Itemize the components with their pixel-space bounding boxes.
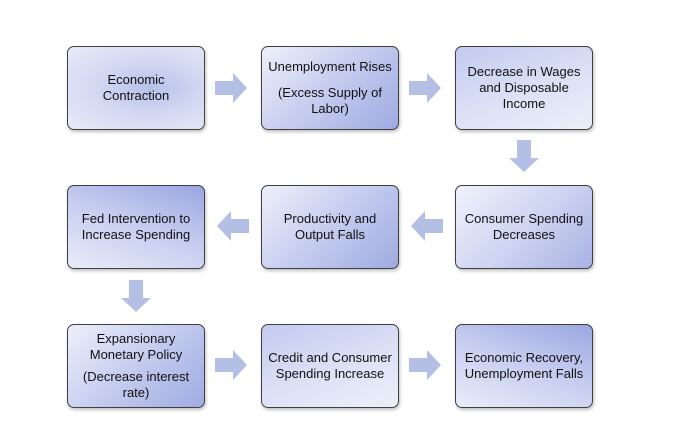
node-subtext: (Excess Supply of (277, 85, 383, 100)
node-fed-intervention: Fed Intervention to Increase Spending (67, 185, 205, 269)
arrow-right-icon (215, 73, 247, 103)
node-text: Monetary Policy (89, 347, 183, 362)
node-subtext: Labor) (311, 101, 349, 116)
node-subtext: (Decrease interest (82, 369, 190, 384)
node-text: Fed Intervention to (81, 211, 191, 226)
node-economic-recovery: Economic Recovery, Unemployment Falls (455, 324, 593, 408)
node-text: Productivity and (283, 211, 377, 226)
node-expansionary-monetary-policy: Expansionary Monetary Policy (Decrease i… (67, 324, 205, 408)
node-text: Economic Recovery, (464, 350, 584, 365)
node-text: Spending Increase (275, 366, 385, 381)
node-text: and Disposable (479, 80, 569, 95)
node-consumer-spending-decreases: Consumer Spending Decreases (455, 185, 593, 269)
node-unemployment-rises: Unemployment Rises (Excess Supply of Lab… (261, 46, 399, 130)
node-subtext: rate) (122, 385, 150, 400)
node-decrease-wages: Decrease in Wages and Disposable Income (455, 46, 593, 130)
arrow-right-icon (409, 350, 441, 380)
node-text: Decreases (492, 227, 556, 242)
node-text: Credit and Consumer (268, 350, 392, 365)
node-text: Consumer Spending (464, 211, 584, 226)
node-text: Decrease in Wages (467, 64, 581, 79)
node-credit-consumer-spending: Credit and Consumer Spending Increase (261, 324, 399, 408)
node-text: Unemployment Falls (464, 366, 584, 381)
node-text: Unemployment Rises (268, 59, 392, 74)
node-text: Expansionary (96, 331, 176, 346)
node-text: Economic (107, 72, 165, 87)
arrow-right-icon (215, 350, 247, 380)
node-productivity-output-falls: Productivity and Output Falls (261, 185, 399, 269)
arrow-left-icon (411, 211, 443, 241)
arrow-down-icon (509, 140, 539, 172)
node-text: Increase Spending (81, 227, 191, 242)
arrow-left-icon (217, 211, 249, 241)
arrow-down-icon (121, 280, 151, 312)
node-text: Output Falls (294, 227, 366, 242)
node-economic-contraction: Economic Contraction (67, 46, 205, 130)
arrow-right-icon (409, 73, 441, 103)
node-text: Income (502, 96, 546, 111)
node-text: Contraction (102, 88, 170, 103)
